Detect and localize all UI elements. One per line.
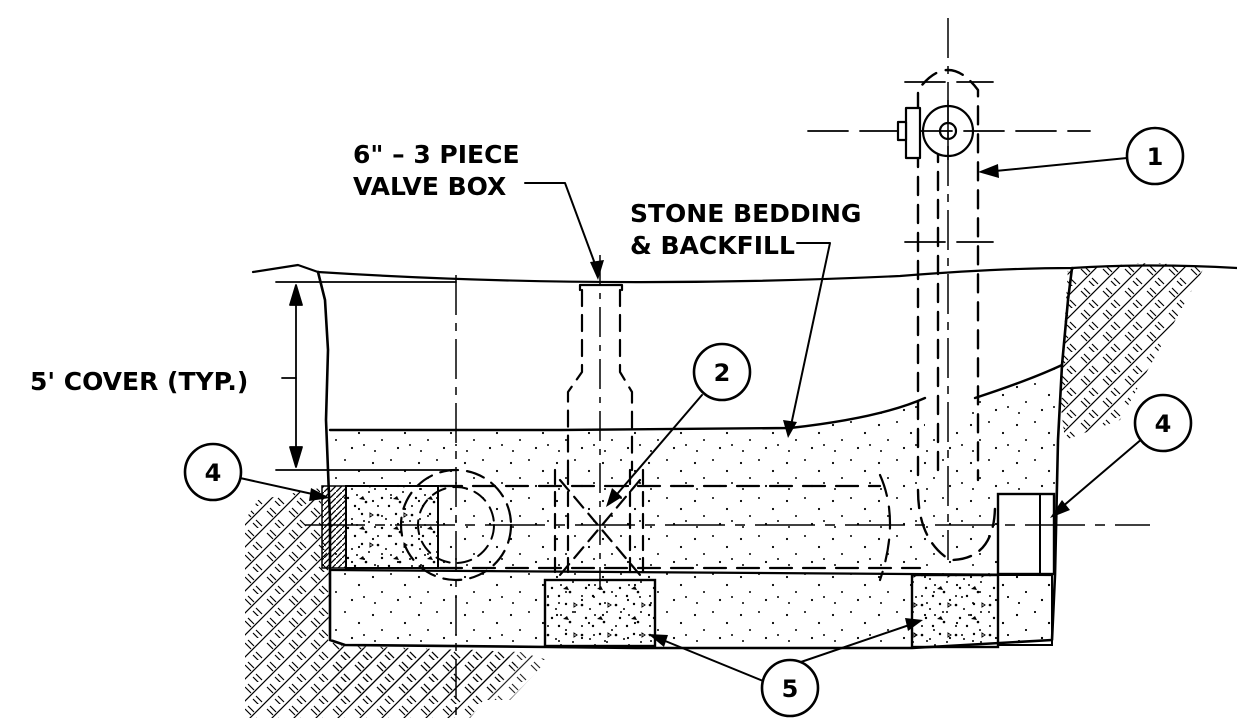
bedding-top-line-right <box>973 363 1064 400</box>
callout-5: 5 <box>760 658 820 718</box>
soil-right <box>1060 263 1205 440</box>
main-pipe <box>438 473 922 582</box>
right-thrust-block-lower <box>997 574 1053 646</box>
stone-bedding-label-line2: & BACKFILL <box>630 231 795 260</box>
stone-bedding-label-line1: STONE BEDDING <box>630 199 861 228</box>
callout-1-number: 1 <box>1147 143 1164 171</box>
callout-2: 2 <box>692 342 752 402</box>
callout-4-left: 4 <box>183 442 243 502</box>
callout-1: 1 <box>1125 126 1185 186</box>
valve-box <box>566 288 634 472</box>
soil-bottom <box>330 645 548 700</box>
valve-box-label-line2: VALVE BOX <box>353 172 506 201</box>
right-thrust-block <box>996 492 1056 576</box>
callout-5-number: 5 <box>782 675 799 703</box>
concrete-block-hydrant <box>910 573 1000 649</box>
valve-box-cap <box>578 283 624 292</box>
left-thrust-block <box>345 485 439 569</box>
leader-arrowheads <box>309 164 1070 647</box>
ground-surface <box>251 263 1237 284</box>
leader-lines <box>239 157 1144 684</box>
hydrant-nozzle <box>896 104 975 160</box>
stone-bedding-backfill <box>330 365 1062 648</box>
callout-4-right: 4 <box>1133 393 1193 453</box>
valve-box-label-line1: 6" – 3 PIECE <box>353 140 520 169</box>
hydrant-flange-lines <box>807 81 1091 243</box>
gate-valve <box>553 468 645 582</box>
callout-4-left-number: 4 <box>205 459 222 487</box>
cover-dimension <box>275 281 457 471</box>
callout-2-number: 2 <box>714 359 731 387</box>
cover-dimension-label: 5' COVER (TYP.) <box>30 367 248 396</box>
callout-4-right-number: 4 <box>1155 410 1172 438</box>
